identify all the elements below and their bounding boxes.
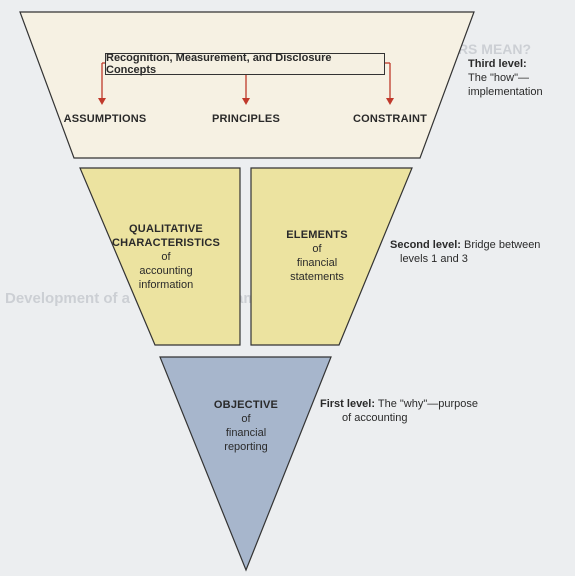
first-level-annotation: First level: The "why"—purpose of accoun… — [320, 397, 520, 425]
elements-sub-line-1: of — [312, 243, 322, 255]
qualitative-sub-line-1: of — [161, 251, 171, 263]
elements-title: ELEMENTS — [286, 229, 348, 241]
elements-text: ELEMENTS of financial statements — [262, 228, 372, 284]
third-level-rest: The "how"— — [468, 72, 529, 84]
third-level-annotation: Third level: The "how"— implementation — [468, 57, 573, 99]
qualitative-title-line-2: CHARACTERISTICS — [111, 237, 221, 249]
objective-sub-line-3: reporting — [224, 441, 268, 453]
second-level-bold: Second level: — [390, 239, 461, 251]
second-level-line-2: levels 1 and 3 — [400, 253, 468, 265]
second-level-annotation: Second level: Bridge between levels 1 an… — [390, 238, 570, 266]
recognition-measurement-disclosure-box: Recognition, Measurement, and Disclosure… — [105, 52, 385, 76]
elements-sub-line-3: statements — [290, 271, 344, 283]
principles-label: PRINCIPLES — [211, 113, 280, 125]
objective-title: OBJECTIVE — [213, 399, 279, 411]
first-level-line-2: of accounting — [342, 412, 408, 424]
concept-arrows — [98, 62, 394, 105]
third-level-trapezoid — [19, 11, 475, 159]
constraint-label: CONSTRAINT — [352, 113, 428, 125]
third-level-bold: Third level: — [468, 58, 527, 70]
first-level-rest: The "why"—purpose — [377, 398, 479, 410]
qualitative-sub-line-2: accounting — [139, 265, 193, 277]
third-level-line-2: implementation — [468, 86, 543, 98]
qualitative-title-line-1: QUALITATIVE — [129, 223, 203, 235]
first-level-triangle — [159, 356, 332, 572]
first-level-bold: First level: — [320, 398, 376, 410]
objective-sub-line-2: financial — [225, 427, 267, 439]
elements-sub-line-2: financial — [296, 257, 338, 269]
second-level-left-shape — [79, 167, 241, 346]
second-level-right-shape — [250, 167, 413, 346]
objective-text: OBJECTIVE of financial reporting — [196, 398, 296, 454]
qualitative-characteristics-text: QUALITATIVE CHARACTERISTICS of accountin… — [100, 222, 232, 292]
assumptions-label: ASSUMPTIONS — [63, 113, 147, 125]
objective-sub-line-1: of — [241, 413, 251, 425]
second-level-rest: Bridge between — [463, 239, 541, 251]
qualitative-sub-line-3: information — [138, 279, 194, 291]
